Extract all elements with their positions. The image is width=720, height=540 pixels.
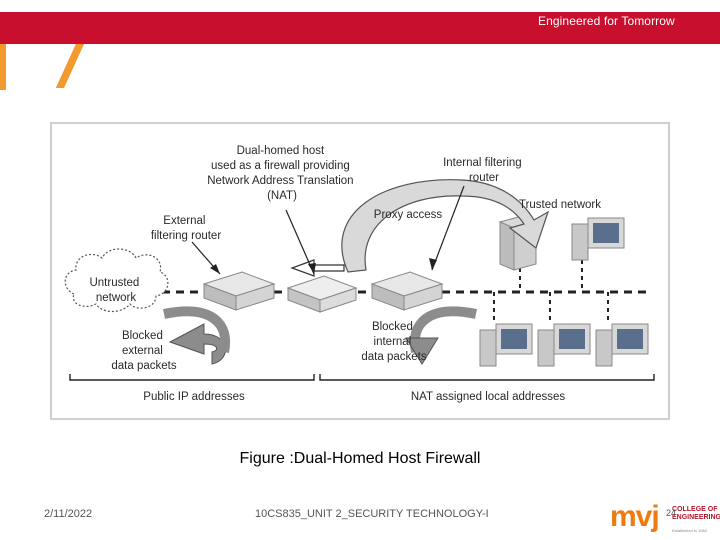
slide-number: 24 bbox=[666, 508, 677, 518]
nat-pc-icon bbox=[595, 323, 649, 367]
tagline: Engineered for Tomorrow bbox=[538, 14, 675, 28]
left-arrow-icon bbox=[290, 259, 345, 277]
untrusted-network-label: Untrusted network bbox=[89, 277, 142, 304]
header-red-bar bbox=[0, 12, 720, 88]
blocked-internal-label: Blocked internal data packets bbox=[361, 321, 426, 363]
internal-router-pointer bbox=[431, 185, 465, 271]
figure-caption: Figure :Dual-Homed Host Firewall bbox=[239, 450, 481, 467]
external-router-icon bbox=[202, 271, 276, 311]
proxy-access-arrow bbox=[341, 179, 550, 273]
external-router-pointer-head bbox=[210, 264, 220, 274]
nat-local-bracket bbox=[319, 374, 655, 381]
dual-host-pointer-head bbox=[308, 263, 316, 274]
nat-pc-icon bbox=[479, 323, 533, 367]
trusted-pc-icon bbox=[571, 217, 625, 261]
external-router-label: External filtering router bbox=[151, 215, 221, 242]
proxy-access-label: Proxy access bbox=[374, 209, 443, 221]
public-ip-label: Public IP addresses bbox=[143, 391, 245, 403]
dual-homed-host-label: Dual-homed host used as a firewall provi… bbox=[207, 145, 357, 202]
footer-course: 10CS835_UNIT 2_SECURITY TECHNOLOGY-I bbox=[255, 508, 489, 520]
internal-router-label: Internal filtering router bbox=[443, 157, 525, 184]
header-graphic bbox=[0, 12, 720, 90]
blocked-external-curve bbox=[162, 306, 231, 354]
figure-dual-homed-host: Dual-homed host used as a firewall provi… bbox=[50, 122, 670, 420]
internal-router-pointer-head bbox=[429, 258, 437, 270]
dual-host-pointer bbox=[285, 209, 315, 275]
logo-mark: mvj bbox=[610, 500, 660, 533]
nat-local-label: NAT assigned local addresses bbox=[411, 391, 566, 403]
logo-established: Established in 1982 bbox=[672, 528, 707, 533]
untrusted-network-cloud bbox=[64, 248, 169, 313]
dual-homed-host-icon bbox=[286, 275, 358, 313]
logo-college-name: COLLEGE OF ENGINEERING bbox=[672, 506, 720, 522]
logo-college-line2: ENGINEERING bbox=[672, 514, 720, 521]
internal-router-icon bbox=[370, 271, 444, 311]
public-ip-bracket bbox=[69, 374, 315, 381]
blocked-external-arrow bbox=[168, 323, 226, 365]
blocked-external-label: Blocked external data packets bbox=[111, 330, 176, 372]
header-orange-slash bbox=[56, 44, 84, 88]
nat-pc-icon bbox=[537, 323, 591, 367]
blocked-internal-arrowhead bbox=[405, 337, 439, 365]
network-diagram: Dual-homed host used as a firewall provi… bbox=[64, 145, 655, 403]
trusted-network-label: Trusted network bbox=[519, 199, 601, 211]
header-band: Engineered for Tomorrow bbox=[0, 0, 720, 90]
footer-date: 2/11/2022 bbox=[44, 508, 93, 520]
college-logo: mvj COLLEGE OF ENGINEERING Established i… bbox=[610, 500, 720, 540]
header-orange-strip bbox=[0, 44, 6, 90]
logo-college-line1: COLLEGE OF bbox=[672, 506, 718, 513]
